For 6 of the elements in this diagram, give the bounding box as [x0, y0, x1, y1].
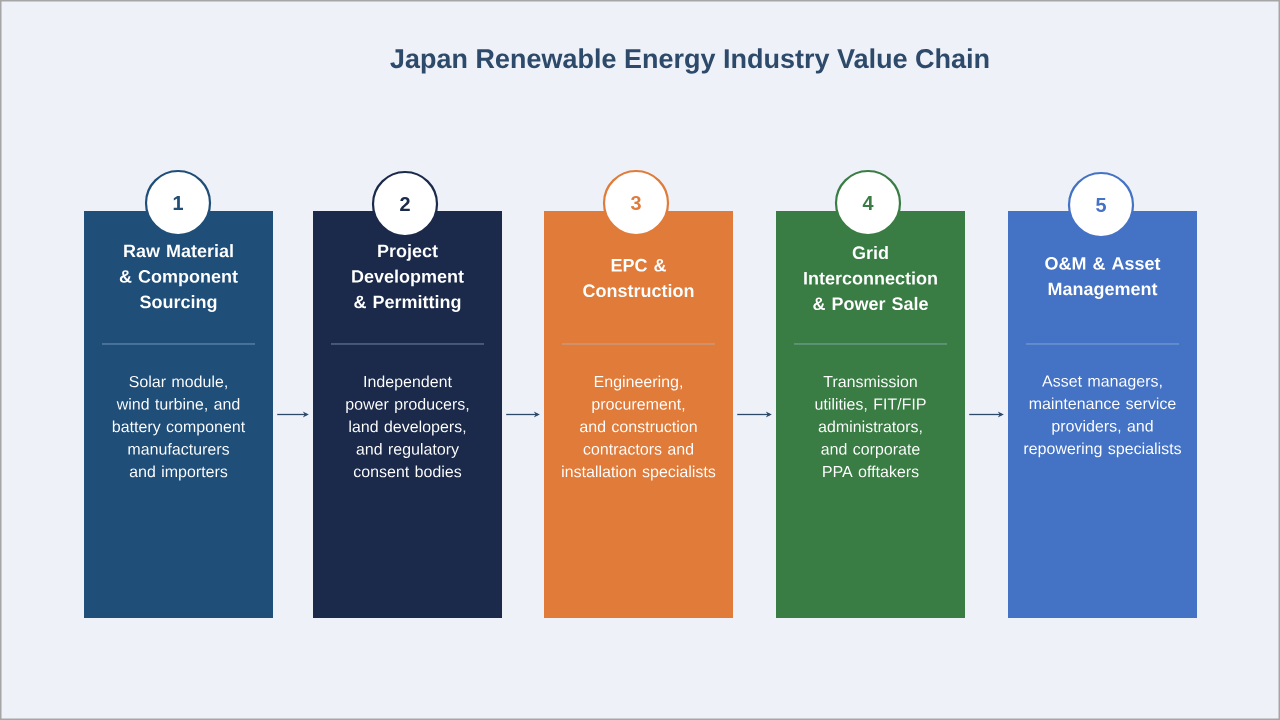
stage-box: Project Development & Permitting Independent power producers, land developers, and regulatory consent bodies	[313, 211, 502, 618]
stage-box: Raw Material & Component Sourcing Solar module, wind turbine, and battery component manufacturers and importers	[84, 211, 273, 618]
title: Japan Renewable Energy Industry Value Chain	[390, 48, 989, 74]
stage-box: O&M & Asset Management Asset managers, maintenance service providers, and repowering specialists	[1008, 211, 1197, 618]
stage-box: Grid Interconnection & Power Sale Transmission utilities, FIT/FIP administrators, and corporate PPA offtakers	[776, 211, 965, 618]
stage-box: EPC & Construction Engineering, procurement, and construction contractors and installation specialists	[544, 211, 733, 618]
